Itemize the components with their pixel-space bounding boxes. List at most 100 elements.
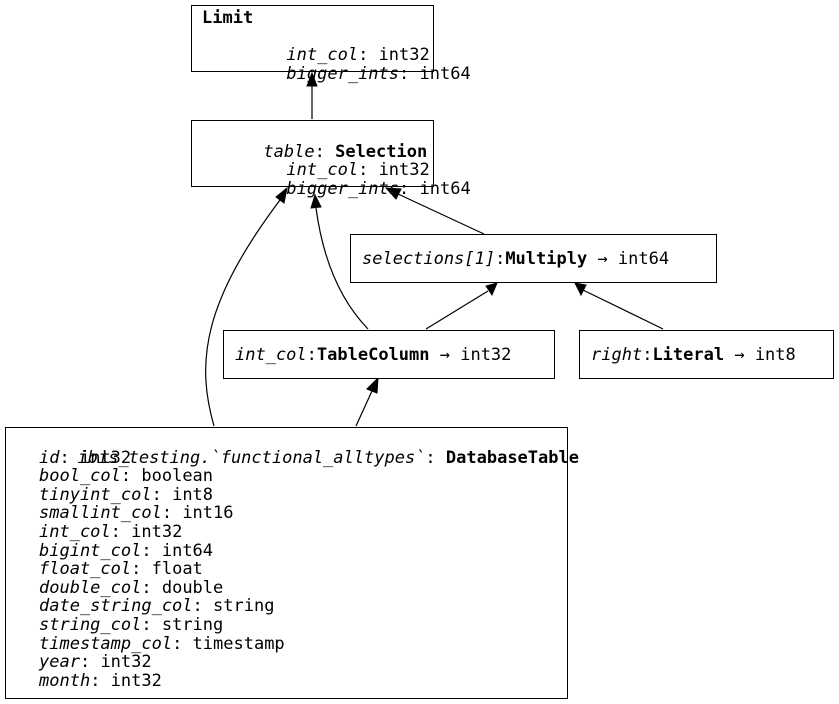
field-type: int32 bbox=[378, 45, 430, 66]
field-name: string_col bbox=[39, 614, 142, 635]
edge-multiply-to-selection-arrowhead bbox=[384, 187, 402, 200]
node-multiply-header: selections[1]: Multiply → int64 bbox=[351, 235, 716, 282]
field-type: int32 bbox=[110, 670, 162, 691]
node-database-table-field: id: int32 bbox=[16, 447, 567, 468]
node-database-table-field: date_string_col: string bbox=[16, 597, 567, 616]
edge-literal-to-multiply-arrowhead bbox=[574, 282, 587, 297]
arrow: → bbox=[429, 344, 461, 365]
field-name: bigger_ints bbox=[286, 178, 400, 199]
separator: : bbox=[59, 447, 80, 468]
separator: : bbox=[306, 344, 317, 365]
field-type: int64 bbox=[419, 178, 471, 199]
separator: : bbox=[399, 63, 420, 84]
field-type: timestamp bbox=[192, 633, 285, 654]
field-type: int64 bbox=[419, 63, 471, 84]
field-type: int64 bbox=[161, 540, 214, 561]
node-op: DatabaseTable bbox=[445, 447, 579, 468]
arrow: → bbox=[724, 344, 755, 365]
edge-tablecolumn-to-multiply bbox=[425, 290, 489, 330]
separator: : bbox=[314, 141, 336, 162]
field-type: int8 bbox=[172, 484, 214, 505]
edge-tablecolumn-to-multiply-arrowhead bbox=[485, 282, 498, 297]
field-type: int32 bbox=[79, 447, 132, 468]
node-database-table-field: string_col: string bbox=[16, 616, 567, 635]
node-literal: right: Literal → int8 bbox=[579, 330, 834, 379]
separator: : bbox=[120, 466, 142, 487]
node-label: selections[1] bbox=[362, 248, 496, 269]
separator: : bbox=[79, 652, 101, 673]
edge-databasetable-to-tablecolumn-arrowhead bbox=[366, 376, 379, 394]
separator: : bbox=[172, 633, 193, 654]
node-op: Multiply bbox=[505, 248, 588, 269]
field-type: float bbox=[151, 559, 203, 580]
node-limit: Limit int_col: int32 bigger_ints: int64 bbox=[191, 5, 471, 83]
separator: : bbox=[141, 577, 162, 598]
node-label: right bbox=[591, 344, 643, 365]
node-database-table-field: month: int32 bbox=[16, 670, 567, 691]
edge-multiply-to-selection bbox=[397, 193, 485, 235]
separator: : bbox=[161, 503, 183, 524]
field-name: smallint_col bbox=[39, 503, 162, 524]
field-type: int32 bbox=[131, 521, 183, 542]
node-literal-header: right: Literal → int8 bbox=[580, 331, 833, 378]
field-name: date_string_col bbox=[39, 596, 193, 617]
separator: : bbox=[192, 596, 214, 617]
separator: : bbox=[131, 559, 152, 580]
field-name: year bbox=[39, 652, 80, 673]
node-database-table-field: float_col: float bbox=[16, 560, 567, 579]
field-name: bigint_col bbox=[39, 540, 142, 561]
separator: : bbox=[358, 45, 379, 66]
separator: : bbox=[358, 160, 379, 181]
field-type: int32 bbox=[378, 160, 430, 181]
node-type: int64 bbox=[617, 248, 670, 269]
node-database-table-field: timestamp_col: timestamp bbox=[16, 633, 567, 654]
node-limit-field: bigger_ints: int64 bbox=[202, 46, 470, 83]
field-type: string bbox=[161, 614, 224, 635]
edge-databasetable-to-selection-arrowhead bbox=[275, 186, 288, 204]
node-database-table-field: smallint_col: int16 bbox=[16, 504, 567, 523]
edge-databasetable-to-tablecolumn bbox=[355, 390, 373, 427]
edge-tablecolumn-to-selection-arrowhead bbox=[310, 193, 322, 209]
node-database-table-field: bigint_col: int64 bbox=[16, 540, 567, 561]
field-name: int_col bbox=[39, 521, 111, 542]
separator: : bbox=[90, 670, 111, 691]
node-op: Selection bbox=[335, 141, 428, 162]
node-multiply: selections[1]: Multiply → int64 bbox=[350, 234, 717, 283]
field-type: double bbox=[161, 577, 224, 598]
separator: : bbox=[425, 447, 446, 468]
edge-tablecolumn-to-selection bbox=[315, 207, 369, 330]
arrow: → bbox=[587, 248, 618, 269]
node-database-table: ibis_testing.`functional_alltypes`: Data… bbox=[5, 427, 579, 699]
node-limit-field: int_col: int32 bbox=[202, 28, 433, 65]
node-selection-field: int_col: int32 bbox=[202, 143, 433, 180]
separator: : bbox=[399, 178, 420, 199]
node-database-table-field: double_col: double bbox=[16, 577, 567, 598]
node-database-table-field: tinyint_col: int8 bbox=[16, 484, 567, 505]
field-name: bool_col bbox=[39, 466, 121, 487]
node-label: ibis_testing.`functional_alltypes` bbox=[77, 447, 426, 468]
edge-databasetable-to-selection bbox=[205, 199, 281, 427]
node-label: table bbox=[263, 141, 315, 162]
field-name: month bbox=[39, 670, 91, 691]
separator: : bbox=[642, 344, 653, 365]
field-type: int16 bbox=[182, 503, 234, 524]
node-type: int32 bbox=[460, 344, 512, 365]
node-op: TableColumn bbox=[316, 344, 430, 365]
node-op: Literal bbox=[652, 344, 725, 365]
node-type: int8 bbox=[754, 344, 796, 365]
field-type: boolean bbox=[141, 466, 214, 487]
node-limit-op: Limit bbox=[202, 8, 254, 28]
node-selection-header: table: Selection bbox=[202, 124, 433, 161]
node-database-table-header: ibis_testing.`functional_alltypes`: Data… bbox=[16, 430, 579, 467]
separator: : bbox=[141, 614, 162, 635]
field-name: bigger_ints bbox=[286, 63, 400, 84]
field-name: float_col bbox=[39, 559, 132, 580]
node-label: int_col bbox=[235, 344, 307, 365]
field-type: int32 bbox=[100, 652, 152, 673]
field-name: timestamp_col bbox=[39, 633, 173, 654]
field-name: int_col bbox=[286, 45, 359, 66]
edge-selection-to-limit-arrowhead bbox=[306, 71, 318, 87]
